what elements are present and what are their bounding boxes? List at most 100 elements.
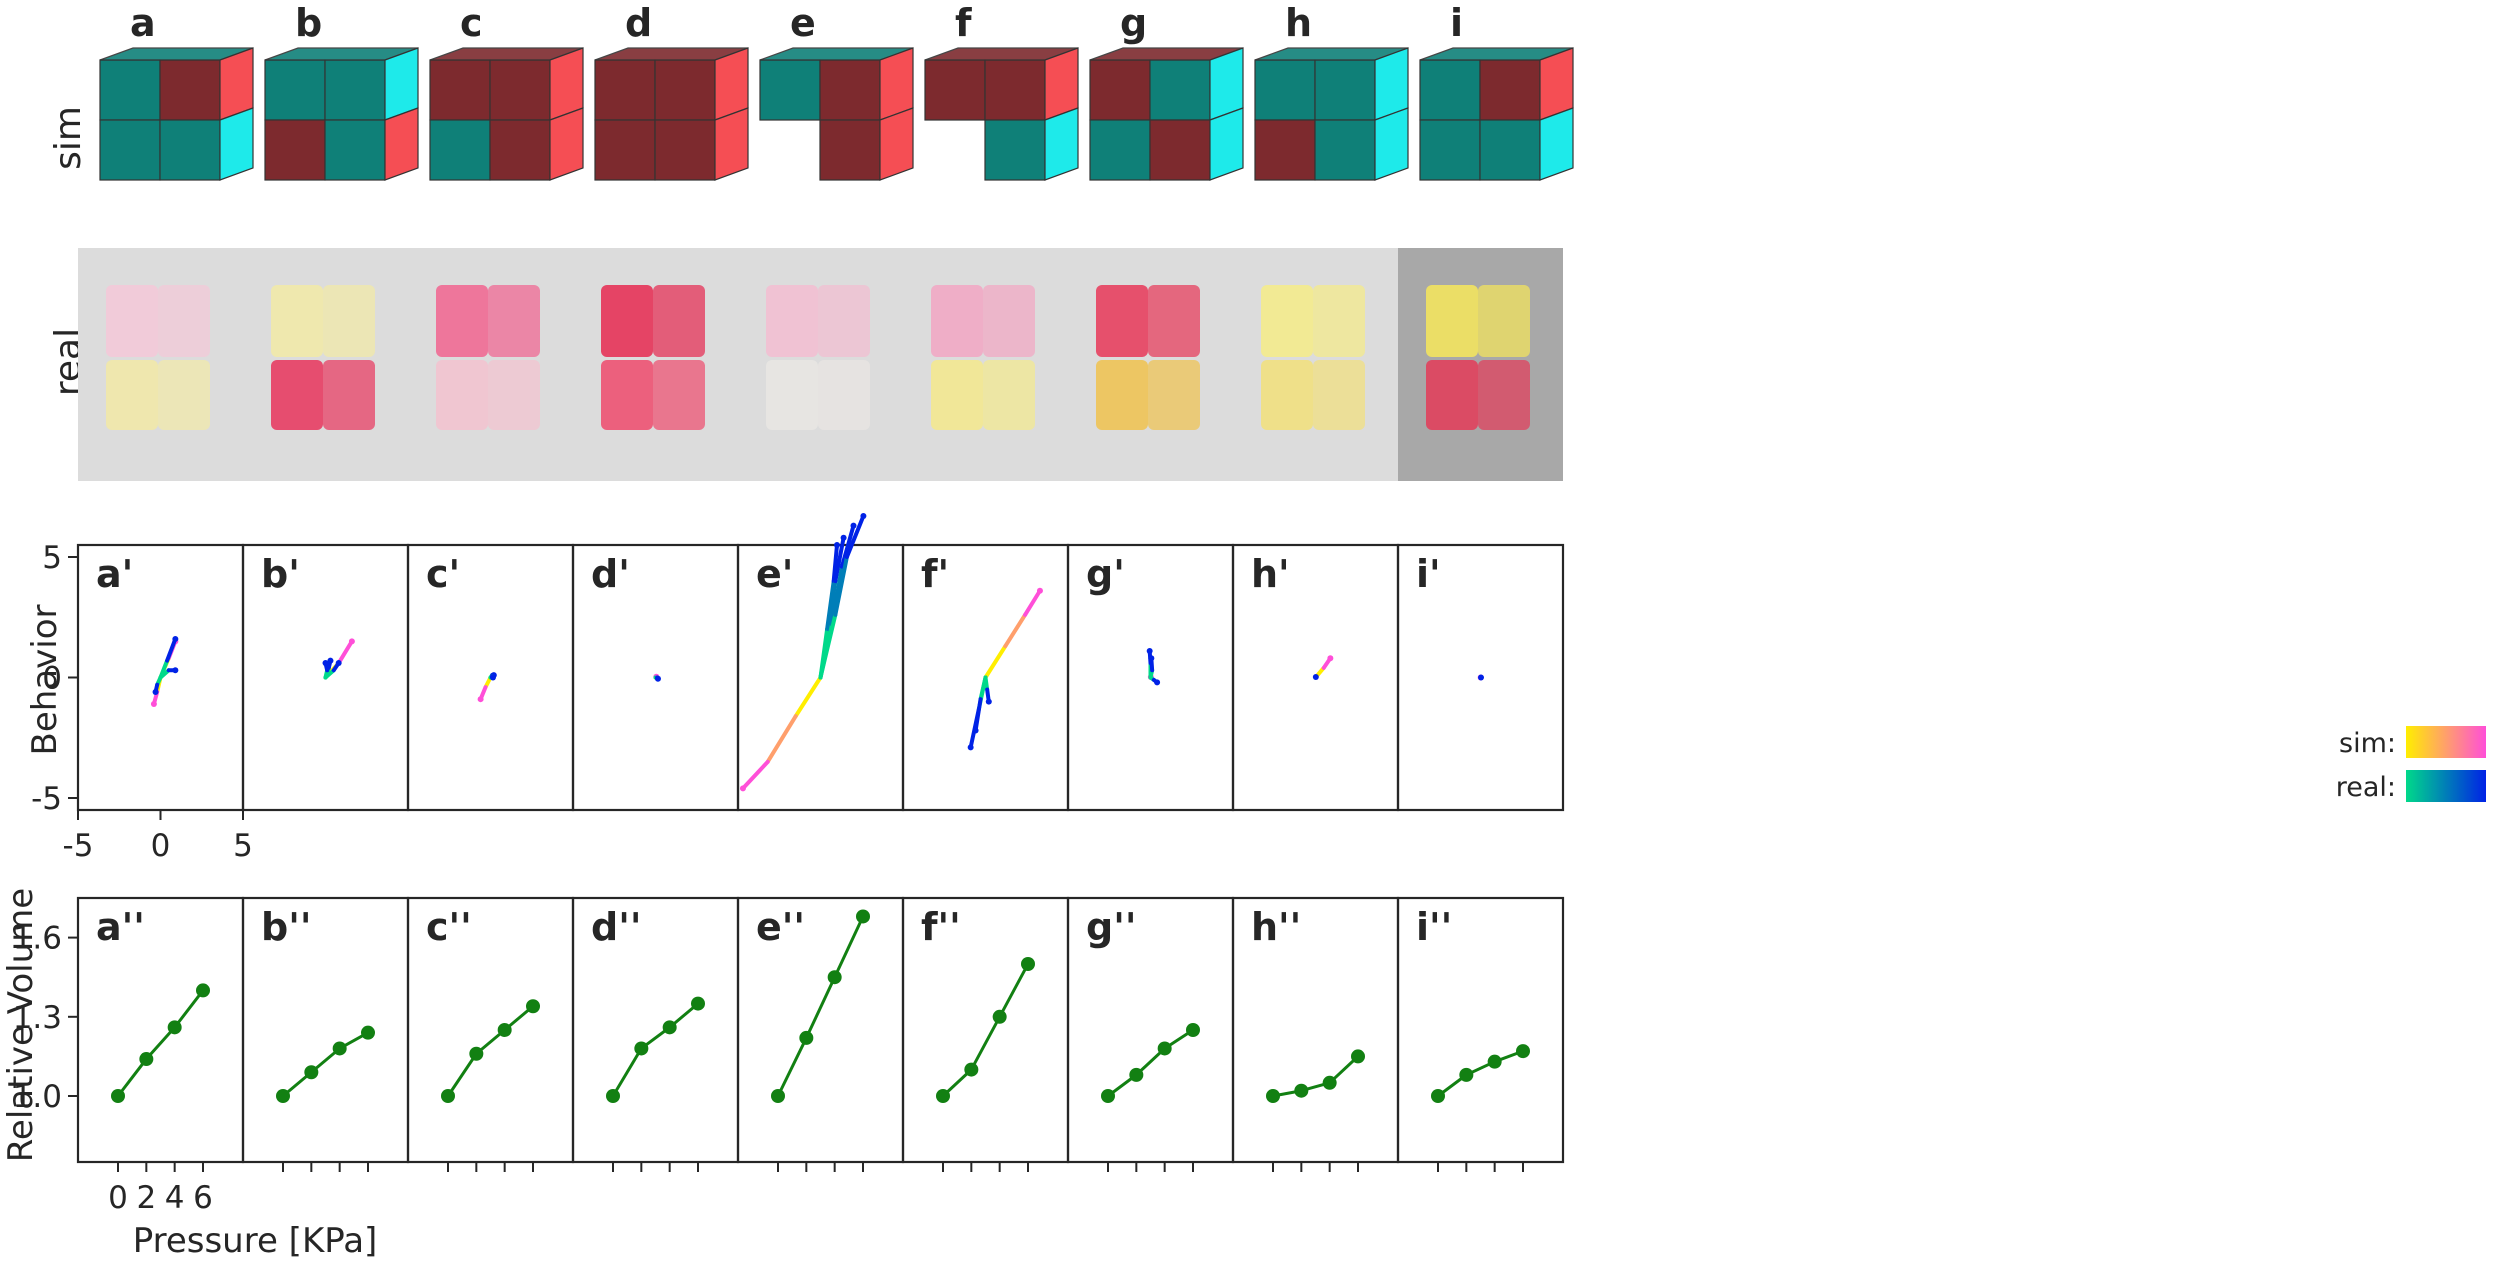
sim-cube-face [1419, 59, 1481, 121]
sim-cube-face [264, 119, 326, 181]
sim-cube-face [264, 59, 326, 121]
panel-letter-c: c [460, 1, 483, 45]
volume-data-point [1351, 1049, 1365, 1064]
volume-data-point [1459, 1067, 1474, 1082]
real-cube-blob [1096, 360, 1148, 430]
behavior-panel-label: d' [591, 552, 630, 596]
real-trajectory-segment [973, 697, 983, 733]
volume-y-tick-label: 1.0 [13, 1079, 62, 1115]
real-photo-i [1398, 248, 1563, 481]
sim-trajectory-point [1036, 587, 1043, 594]
volume-panel-label: b'' [261, 905, 311, 949]
volume-data-point [1266, 1089, 1280, 1103]
legend-label-real: real: [2336, 772, 2396, 803]
legend-label-sim: sim: [2339, 728, 2396, 759]
real-trajectory-segment [844, 514, 866, 559]
volume-panel-label: g'' [1086, 905, 1136, 949]
sim-cube-face [1149, 119, 1211, 181]
sim-trajectory-point [1327, 655, 1334, 662]
sim-cube-b [264, 47, 419, 181]
sim-cube-face [1314, 59, 1376, 121]
sim-trajectory-segment [765, 714, 798, 764]
sim-cube-face [1479, 119, 1541, 181]
behavior-panel-label: c' [426, 552, 460, 596]
panel-letter-g: g [1120, 1, 1147, 45]
real-cube-blob [601, 285, 653, 357]
volume-panel-label: f'' [921, 905, 961, 949]
sim-cube-face [99, 59, 161, 121]
volume-data-point [634, 1041, 649, 1056]
real-trajectory-segment [833, 555, 849, 617]
volume-data-point [526, 999, 540, 1014]
volume-data-point [332, 1041, 347, 1056]
real-trajectory-segment [818, 612, 838, 680]
panel-letter-h: h [1285, 1, 1312, 45]
sim-cube-side-bottom [714, 107, 749, 181]
real-trajectory-point [322, 660, 329, 667]
sim-trajectory-segment [1023, 588, 1042, 617]
volume-data-point [964, 1062, 979, 1077]
sim-cube-side-bottom [1044, 107, 1079, 181]
volume-line-segment [116, 1058, 148, 1097]
volume-y-tick-label: 1.3 [13, 1000, 62, 1036]
sim-cube-face [429, 119, 491, 181]
volume-data-point [276, 1089, 290, 1103]
real-trajectory-point [654, 675, 661, 682]
volume-panel-label: d'' [591, 905, 641, 949]
real-cube-blob [1261, 360, 1313, 430]
real-trajectory-point [850, 522, 857, 529]
volume-line-segment [776, 1037, 808, 1097]
sim-cube-face [324, 59, 386, 121]
real-trajectory-point [1312, 674, 1319, 681]
real-cube-blob [1096, 285, 1148, 357]
volume-panel-label: e'' [756, 905, 805, 949]
real-photo-a [78, 248, 243, 481]
sim-trajectory-segment [1003, 612, 1028, 649]
legend-swatch-real [2406, 770, 2486, 802]
volume-y-tick-label: 1.6 [13, 921, 62, 957]
sim-cube-side-bottom [384, 107, 419, 181]
sim-cube-face [1254, 59, 1316, 121]
sim-cube-side-bottom [1374, 107, 1409, 181]
real-cube-blob [436, 285, 488, 357]
real-cube-blob [1148, 285, 1200, 357]
volume-data-point [497, 1023, 512, 1037]
real-photo-g [1068, 248, 1233, 481]
sim-cube-face [429, 59, 491, 121]
panel-letter-e: e [790, 1, 816, 45]
volume-data-point [1322, 1075, 1337, 1090]
real-trajectory-point [172, 635, 179, 642]
real-cube-blob [1478, 360, 1530, 430]
behavior-x-tick-label: 0 [151, 828, 171, 864]
behavior-panel-label: g' [1086, 552, 1125, 596]
sim-cube-face [159, 119, 221, 181]
sim-cube-g [1089, 47, 1244, 181]
real-trajectory-point [489, 674, 496, 681]
sim-cube-face [819, 59, 881, 121]
real-cube-blob [766, 285, 818, 357]
volume-panel-frame [1396, 896, 1565, 1164]
real-trajectory-point [985, 698, 992, 705]
volume-panel-label: h'' [1251, 905, 1301, 949]
volume-data-point [304, 1065, 319, 1080]
real-cube-blob [158, 285, 210, 357]
pressure-axis-title: Pressure [KPa] [133, 1221, 378, 1261]
volume-data-point [1186, 1023, 1200, 1037]
behavior-panel-label: a' [96, 552, 133, 596]
sim-cube-face [489, 59, 551, 121]
volume-data-point [469, 1046, 484, 1061]
real-cube-blob [1426, 360, 1478, 430]
sim-cube-face [654, 59, 716, 121]
sim-cube-face [1479, 59, 1541, 121]
panel-letter-a: a [130, 1, 156, 45]
volume-data-point [992, 1009, 1007, 1024]
volume-data-point [1487, 1054, 1502, 1069]
sim-cube-side-bottom [1209, 107, 1244, 181]
volume-line-segment [970, 1016, 1001, 1071]
sim-cube-face [1089, 119, 1151, 181]
behavior-x-tick-label: -5 [63, 828, 94, 864]
volume-x-tick-label: 0 [108, 1180, 128, 1216]
sim-cube-face [759, 59, 821, 121]
